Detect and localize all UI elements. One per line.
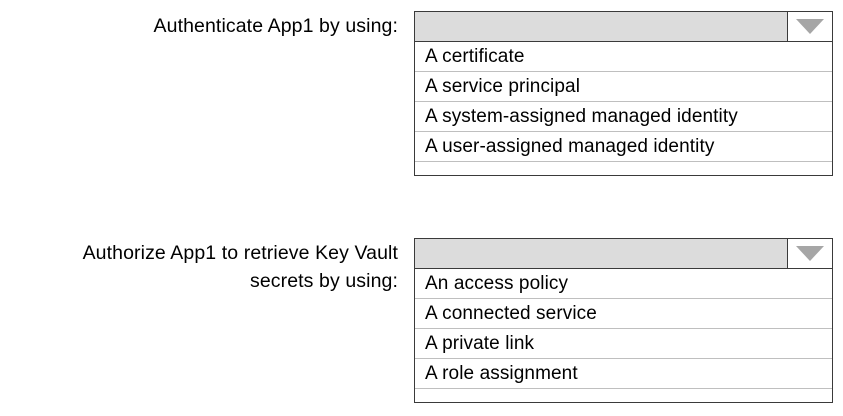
dropdown-2-option-0[interactable]: An access policy — [415, 269, 832, 299]
dropdown-1-arrow-button[interactable] — [788, 12, 832, 41]
dropdown-1-selected-value[interactable] — [415, 12, 788, 41]
dropdown-2-option-2[interactable]: A private link — [415, 329, 832, 359]
dropdown-1-option-0[interactable]: A certificate — [415, 42, 832, 72]
dropdown-2-selected-value[interactable] — [415, 239, 788, 268]
dropdown-1: A certificate A service principal A syst… — [414, 11, 833, 176]
prompt-label-1: Authenticate App1 by using: — [153, 15, 398, 37]
dropdown-1-option-list: A certificate A service principal A syst… — [414, 41, 833, 176]
dropdown-2: An access policy A connected service A p… — [414, 238, 833, 403]
chevron-down-icon — [796, 246, 824, 261]
dropdown-1-header[interactable] — [414, 11, 833, 42]
chevron-down-icon — [796, 19, 824, 34]
dropdown-2-header[interactable] — [414, 238, 833, 269]
dropdown-1-option-2[interactable]: A system-assigned managed identity — [415, 102, 832, 132]
dropdown-2-option-1[interactable]: A connected service — [415, 299, 832, 329]
dropdown-1-option-3[interactable]: A user-assigned managed identity — [415, 132, 832, 162]
dropdown-2-option-list: An access policy A connected service A p… — [414, 268, 833, 403]
prompt-label-2: Authorize App1 to retrieve Key Vault sec… — [82, 242, 398, 292]
dropdown-2-arrow-button[interactable] — [788, 239, 832, 268]
dropdown-1-option-1[interactable]: A service principal — [415, 72, 832, 102]
dropdown-2-option-3[interactable]: A role assignment — [415, 359, 832, 389]
